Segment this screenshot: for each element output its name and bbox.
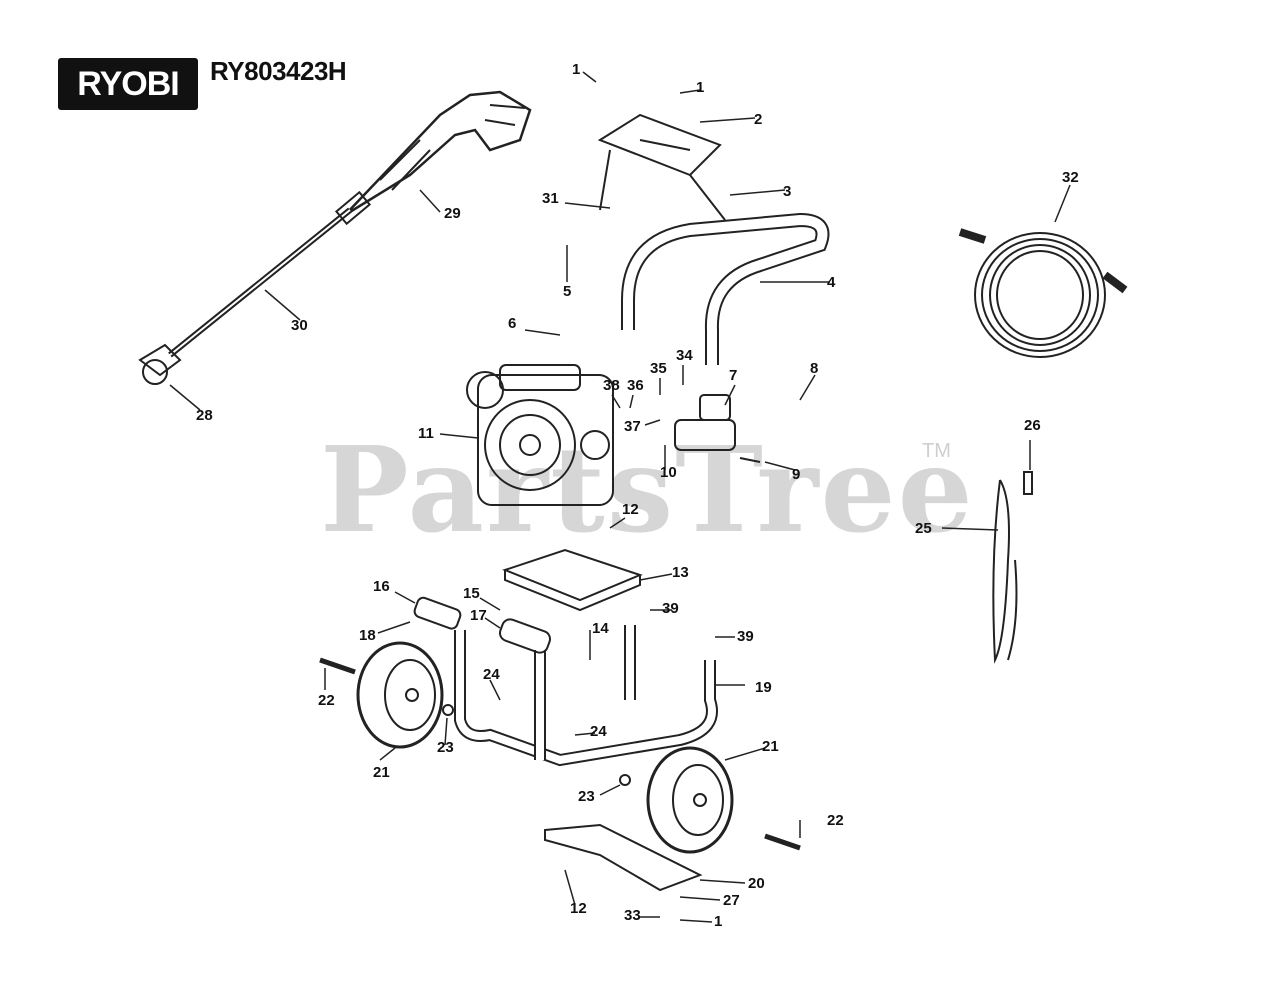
spray-wand <box>138 190 372 385</box>
part-callout: 30 <box>291 317 308 334</box>
detergent-tube <box>992 471 1033 664</box>
part-callout: 5 <box>563 283 571 300</box>
part-callout: 32 <box>1062 169 1079 186</box>
part-callout: 24 <box>590 723 607 740</box>
control-panel <box>597 113 726 221</box>
part-callout: 38 <box>603 377 620 394</box>
part-callout: 10 <box>660 464 677 481</box>
part-callout: 14 <box>592 620 609 637</box>
part-callout: 22 <box>827 812 844 829</box>
spray-gun <box>344 90 532 217</box>
part-callout: 3 <box>783 183 791 200</box>
foot-bracket <box>544 823 703 892</box>
part-callout: 18 <box>359 627 376 644</box>
part-callout: 20 <box>748 875 765 892</box>
logo-lettering: RYOBI <box>77 64 179 103</box>
part-callout: 11 <box>418 425 434 442</box>
leader-lines <box>169 71 1071 923</box>
part-callout: 36 <box>627 377 644 394</box>
part-callout: 24 <box>483 666 500 683</box>
part-callout: 4 <box>827 274 836 291</box>
part-callout: 34 <box>676 347 693 364</box>
pump <box>674 394 761 463</box>
part-callout: 21 <box>762 738 779 755</box>
part-callout: 17 <box>470 607 487 624</box>
part-callout: 7 <box>729 367 737 384</box>
part-callout: 39 <box>662 600 679 617</box>
part-callout: 35 <box>650 360 667 377</box>
model-number: RY803423H <box>210 56 347 86</box>
engine <box>466 364 614 506</box>
part-callout: 16 <box>373 578 390 595</box>
part-callout: 15 <box>463 585 480 602</box>
right-wheel <box>646 746 734 854</box>
part-callout: 12 <box>622 501 639 518</box>
part-callout: 8 <box>810 360 818 377</box>
part-callout: 27 <box>723 892 740 909</box>
watermark-tm: TM <box>922 440 951 462</box>
part-callout: 1 <box>572 61 580 78</box>
part-callout: 23 <box>437 739 454 756</box>
left-wheel <box>356 641 444 749</box>
base-plate <box>502 548 643 612</box>
part-callout: 13 <box>672 564 689 581</box>
part-callout: 2 <box>754 111 762 128</box>
hose-coil <box>958 228 1128 358</box>
part-callout: 21 <box>373 764 390 781</box>
part-callout: 28 <box>196 407 213 424</box>
part-callout: 31 <box>542 190 559 207</box>
part-callout: 26 <box>1024 417 1041 434</box>
axle-pins <box>319 657 801 851</box>
part-callout: 33 <box>624 907 641 924</box>
part-callout: 19 <box>755 679 772 696</box>
part-callout: 9 <box>792 466 800 483</box>
ryobi-logo: RYOBI <box>58 58 198 110</box>
part-callout: 29 <box>444 205 461 222</box>
part-callout: 1 <box>714 913 722 930</box>
watermark: PartsTree <box>320 420 975 559</box>
part-callout: 6 <box>508 315 516 332</box>
part-callout: 23 <box>578 788 595 805</box>
part-callout: 12 <box>570 900 587 917</box>
handle-frame <box>621 212 830 365</box>
part-callout: 22 <box>318 692 335 709</box>
axle <box>413 596 552 654</box>
part-callout: 1 <box>696 79 704 96</box>
main-frame <box>454 625 718 767</box>
part-callout: 39 <box>737 628 754 645</box>
part-callout: 25 <box>915 520 932 537</box>
part-callout: 37 <box>624 418 641 435</box>
